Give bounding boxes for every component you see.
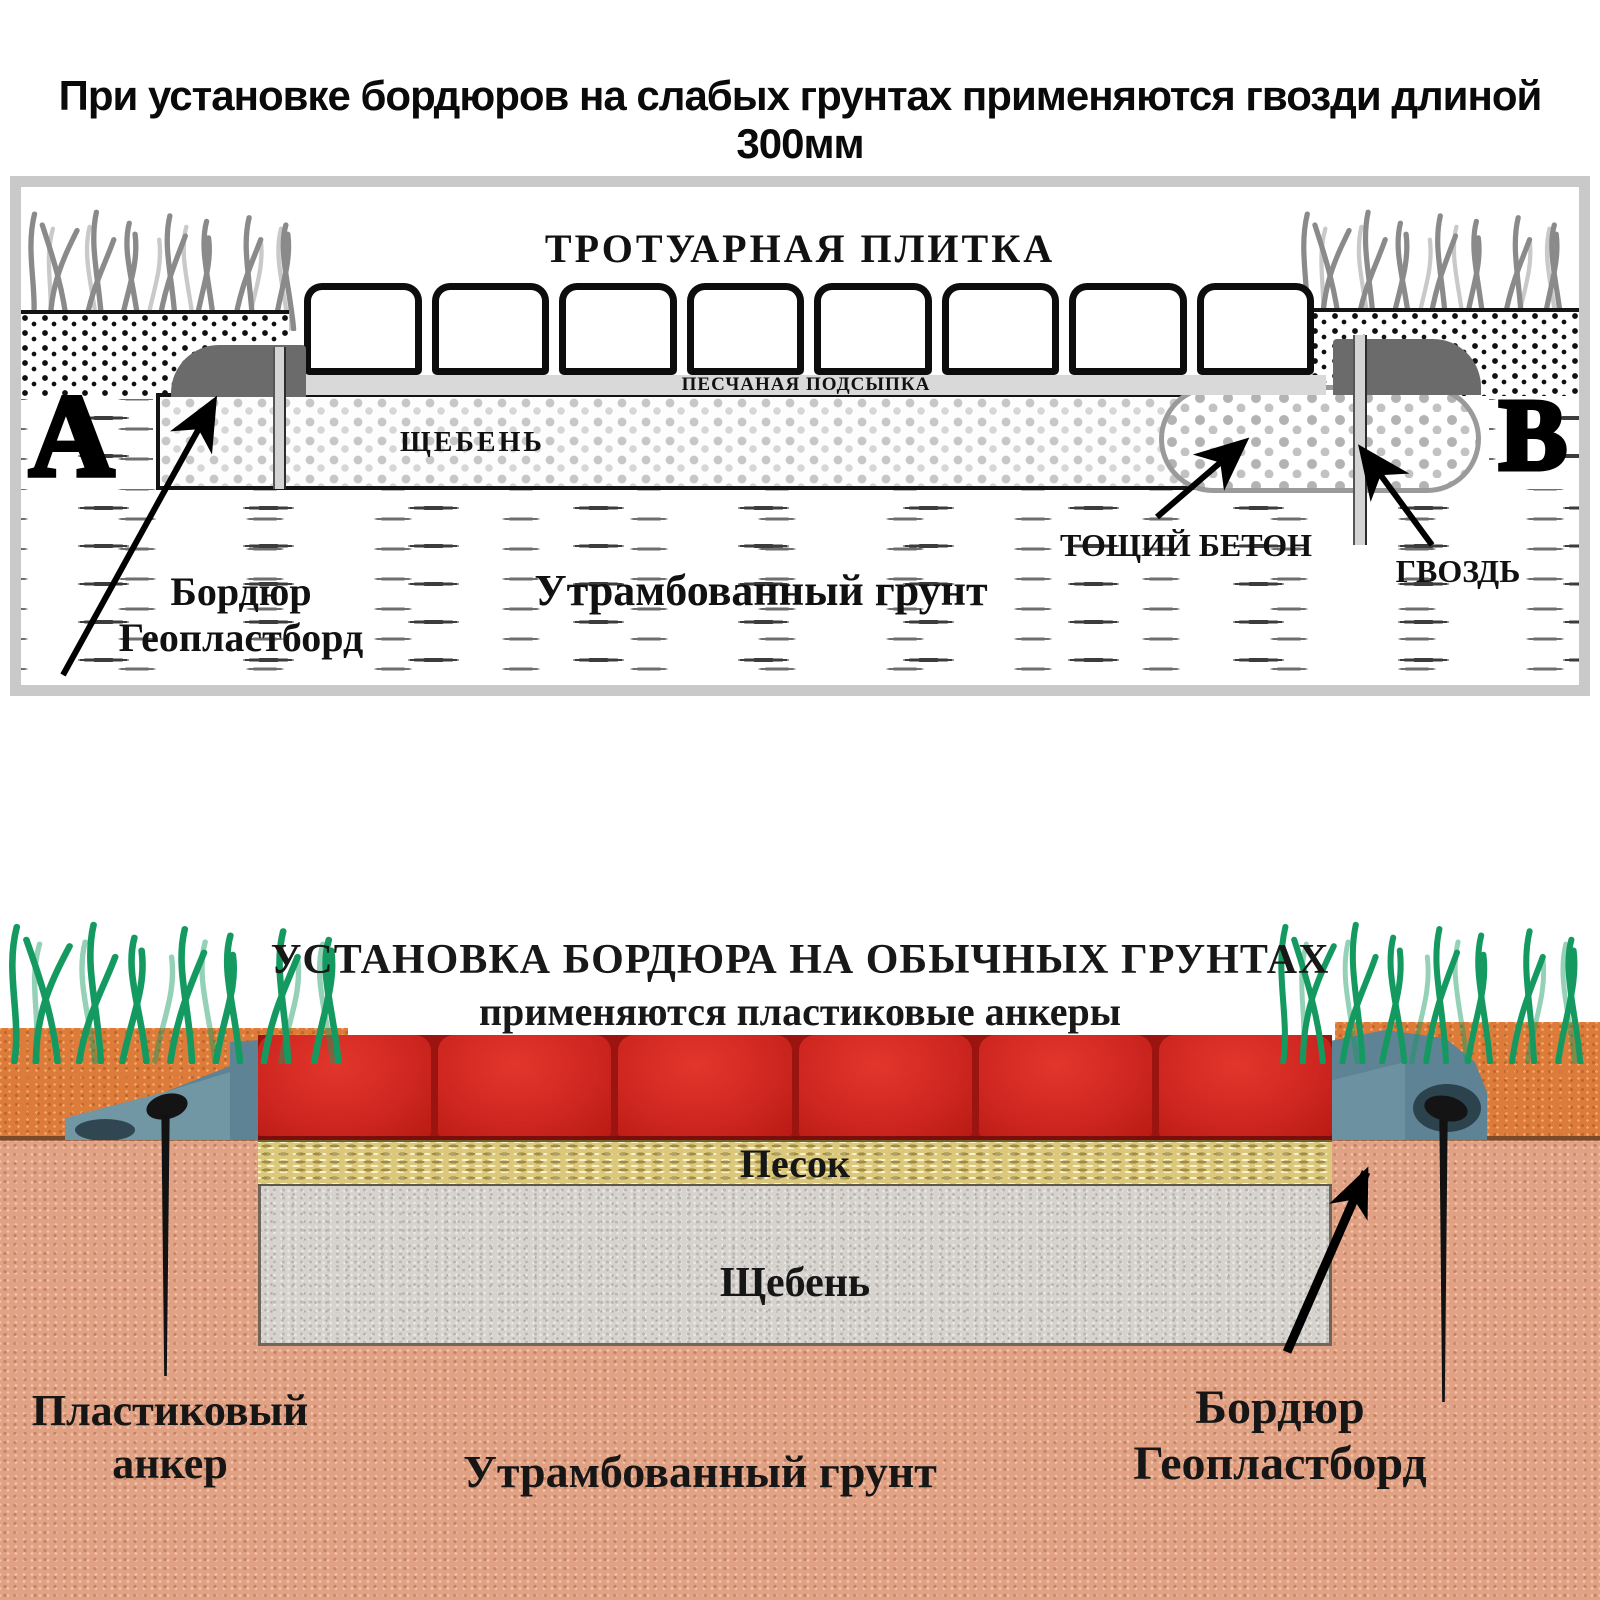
section-marker-a: A — [26, 370, 116, 501]
paving-tile — [814, 283, 932, 375]
bottom-diagram-title: УСТАНОВКА БОРДЮРА НА ОБЫЧНЫХ ГРУНТАХ — [270, 937, 1330, 983]
nail-label: ГВОЗДЬ — [1395, 553, 1521, 589]
plastic-anchor-label: Пластиковый анкер — [31, 1386, 309, 1488]
gravel-label: Щебень — [719, 1259, 871, 1306]
tiles-row — [304, 283, 1314, 375]
paving-tile — [304, 283, 422, 375]
paving-tile — [1069, 283, 1187, 375]
nail-right — [1353, 335, 1367, 545]
plastic-anchor-spike-right — [1439, 1120, 1448, 1402]
compacted-soil-label: Утрамбованный грунт — [534, 566, 988, 615]
paver-block — [618, 1035, 792, 1136]
paver-block — [438, 1035, 612, 1136]
lean-concrete-blob — [1159, 385, 1481, 493]
section-marker-b: B — [1496, 379, 1569, 492]
curb-label: Бордюр Геопластборд — [1133, 1381, 1427, 1490]
lean-concrete-label: ТОЩИЙ БЕТОН — [1060, 527, 1312, 563]
top-diagram-title: ТРОТУАРНАЯ ПЛИТКА — [544, 226, 1056, 271]
compacted-soil-label: Утрамбованный грунт — [463, 1446, 937, 1497]
pavers-row — [258, 1035, 1333, 1140]
paving-tile — [1196, 283, 1314, 375]
paving-tile — [431, 283, 549, 375]
paving-tile — [559, 283, 677, 375]
sand-label: Песок — [739, 1140, 851, 1186]
top-diagram-weak-soils: ТРОТУАРНАЯ ПЛИТКА ЩЕБЕНЬ ПЕСЧАНАЯ ПОДСЫП… — [10, 176, 1590, 696]
headline: При установке бордюров на слабых грунтах… — [58, 72, 1543, 167]
curb-label: Бордюр Геопластборд — [118, 569, 364, 660]
paving-tile — [686, 283, 804, 375]
sand-layer: Песок — [258, 1140, 1332, 1186]
sand-bedding-layer: ПЕСЧАНАЯ ПОДСЫПКА — [286, 374, 1326, 395]
paver-block — [798, 1035, 972, 1136]
gravel-layer: Щебень — [258, 1186, 1332, 1346]
plastic-anchor-spike-left — [161, 1114, 170, 1376]
bottom-diagram-normal-soils: Песок Щебень УСТАНОВКА БОРДЮРА НА ОБЫЧНЫ… — [0, 900, 1600, 1600]
sand-bedding-label: ПЕСЧАНАЯ ПОДСЫПКА — [681, 374, 931, 395]
nail-left — [273, 347, 286, 489]
gravel-label: ЩЕБЕНЬ — [400, 427, 545, 458]
gravel-layer: ЩЕБЕНЬ — [156, 393, 1202, 490]
paving-tile — [941, 283, 1059, 375]
paver-block — [978, 1035, 1152, 1136]
bottom-diagram-subtitle: применяются пластиковые анкеры — [479, 989, 1121, 1034]
compacted-soil-texture — [21, 489, 1579, 683]
compacted-soil-texture — [1489, 399, 1579, 487]
